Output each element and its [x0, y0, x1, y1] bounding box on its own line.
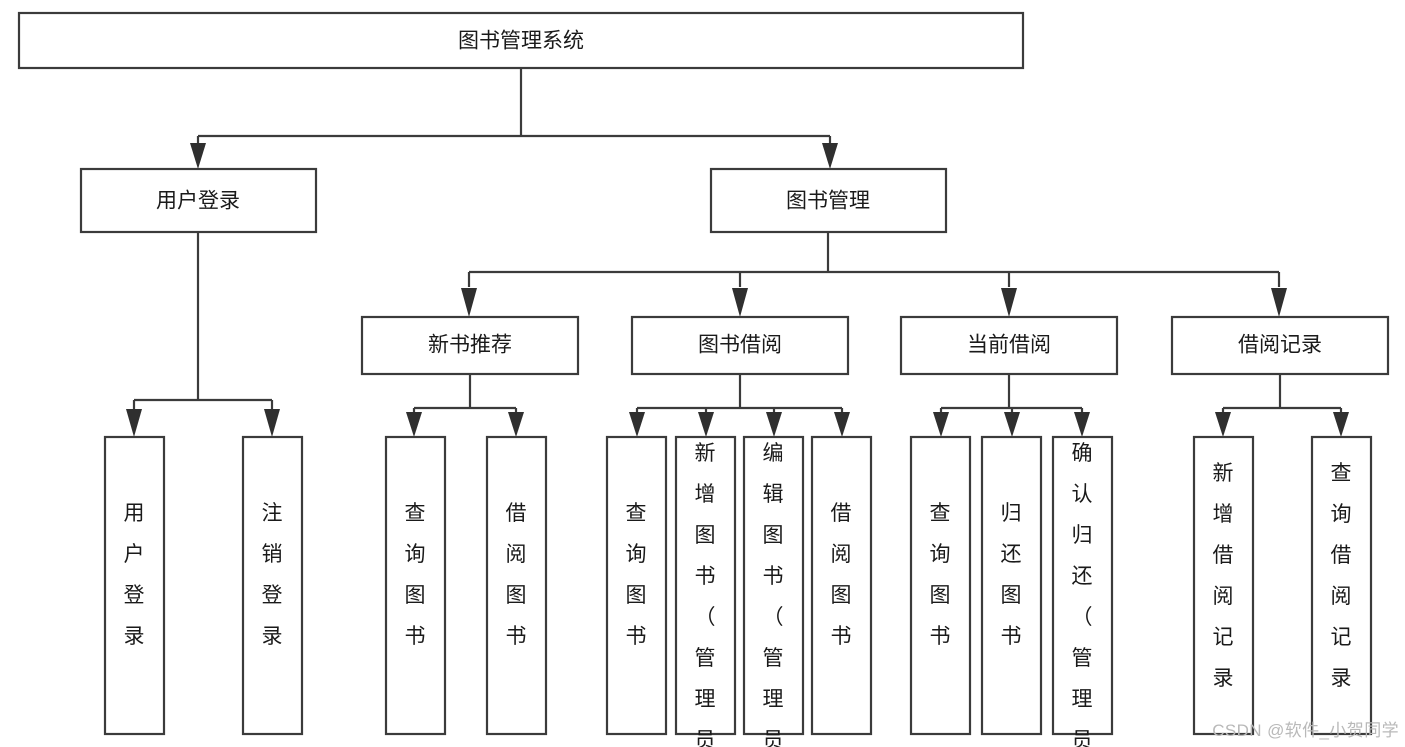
leaf-box[interactable] [742, 435, 805, 736]
leaf-label-add-borrow-record: 新增借阅记录 [1213, 462, 1234, 690]
leaf-new-book-borrow[interactable]: 借阅图书 [485, 435, 548, 736]
current-borrow-box[interactable] [899, 315, 1119, 376]
borrow-records-label: 借阅记录 [1238, 334, 1322, 357]
leaf-box[interactable] [810, 435, 873, 736]
node-root[interactable]: 图书管理系统 [17, 11, 1025, 70]
book-borrow-label: 图书借阅 [698, 334, 782, 357]
leaf-book-borrow-query[interactable]: 查询图书 [605, 435, 668, 736]
new-book-recommend-label: 新书推荐 [428, 334, 512, 357]
csdn-watermark: CSDN @软件_小贺同学 [1212, 721, 1399, 740]
user-login-label: 用户登录 [156, 190, 240, 213]
leaf-box[interactable] [384, 435, 447, 736]
node-new-book-recommend[interactable]: 新书推荐 [360, 315, 580, 376]
current-borrow-label: 当前借阅 [967, 334, 1051, 357]
root-label: 图书管理系统 [458, 30, 584, 53]
leaf-label-query-book: 查询图书 [405, 502, 426, 648]
leaf-book-borrow-edit[interactable]: 编辑图书（管理员） [742, 435, 805, 747]
leaf-book-borrow-borrow[interactable]: 借阅图书 [810, 435, 873, 736]
leaf-user-login-logout[interactable]: 注销登录 [241, 435, 304, 736]
leaf-current-borrow-return[interactable]: 归还图书 [980, 435, 1043, 736]
leaf-box[interactable] [909, 435, 972, 736]
leaf-label-user-login: 用户登录 [124, 502, 145, 648]
book-management-label: 图书管理 [786, 190, 870, 213]
leaf-label-logout: 注销登录 [262, 502, 283, 648]
leaf-current-borrow-confirm[interactable]: 确认归还（管理员） [1051, 435, 1114, 747]
connector-book-mgmt-to-level3 [461, 232, 1287, 317]
leaf-label-query-book: 查询图书 [626, 502, 647, 648]
node-borrow-records[interactable]: 借阅记录 [1170, 315, 1390, 376]
node-book-management[interactable]: 图书管理 [709, 167, 948, 234]
leaf-book-borrow-add[interactable]: 新增图书（管理员） [674, 435, 737, 747]
leaf-box[interactable] [1310, 435, 1373, 736]
leaf-borrow-records-query[interactable]: 查询借阅记录 [1310, 435, 1373, 736]
arrow-to-book-mgmt [822, 143, 838, 169]
leaf-borrow-records-add[interactable]: 新增借阅记录 [1192, 435, 1255, 736]
leaf-box[interactable] [485, 435, 548, 736]
leaf-label-edit-book-admin: 编辑图书（管理员） [763, 442, 784, 747]
leaf-label-confirm-return-admin: 确认归还（管理员） [1072, 442, 1093, 747]
root-box[interactable] [17, 11, 1025, 70]
leaf-box[interactable] [1192, 435, 1255, 736]
leaf-label-borrow-book: 借阅图书 [831, 502, 852, 648]
connector-borrow-records-to-leaves [1215, 374, 1349, 437]
leaf-label-borrow-book: 借阅图书 [506, 502, 527, 648]
leaf-user-login-login[interactable]: 用户登录 [103, 435, 166, 736]
leaf-box[interactable] [241, 435, 304, 736]
leaf-box[interactable] [980, 435, 1043, 736]
leaf-box[interactable] [674, 435, 737, 736]
node-current-borrow[interactable]: 当前借阅 [899, 315, 1119, 376]
leaf-current-borrow-query[interactable]: 查询图书 [909, 435, 972, 736]
leaf-label-return-book: 归还图书 [1001, 502, 1022, 648]
node-book-borrow[interactable]: 图书借阅 [630, 315, 850, 376]
leaf-new-book-query[interactable]: 查询图书 [384, 435, 447, 736]
connector-root-to-level2 [190, 68, 838, 169]
leaf-label-query-book: 查询图书 [930, 502, 951, 648]
connector-book-borrow-to-leaves [629, 374, 850, 437]
connector-current-borrow-to-leaves [933, 374, 1090, 437]
connector-new-book-to-leaves [406, 374, 524, 437]
leaf-label-query-borrow-record: 查询借阅记录 [1331, 462, 1352, 690]
leaf-label-add-book-admin: 新增图书（管理员） [695, 442, 716, 747]
leaf-box[interactable] [1051, 435, 1114, 736]
user-login-box[interactable] [79, 167, 318, 234]
connector-user-login-to-leaves [126, 232, 280, 437]
new-book-recommend-box[interactable] [360, 315, 580, 376]
leaf-box[interactable] [103, 435, 166, 736]
node-user-login[interactable]: 用户登录 [79, 167, 318, 234]
leaf-box[interactable] [605, 435, 668, 736]
arrow-to-user-login [190, 143, 206, 169]
